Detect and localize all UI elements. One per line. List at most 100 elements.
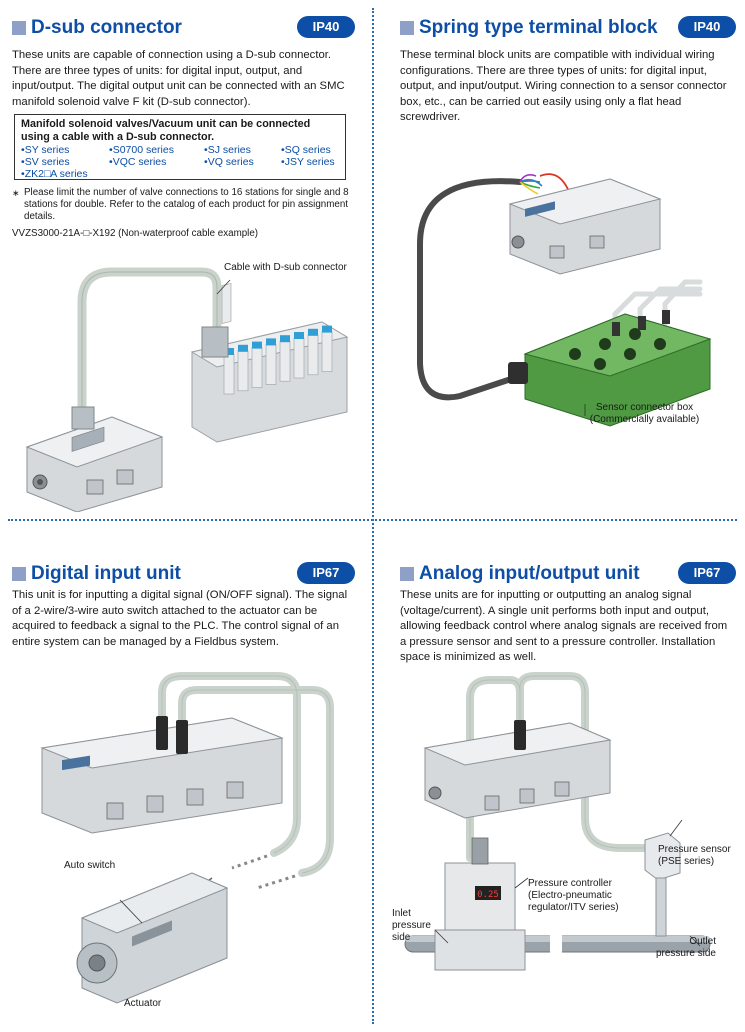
label-line: (PSE series)	[658, 856, 715, 867]
panel-header: Spring type terminal block IP40	[400, 14, 736, 44]
series-item: VQ series	[204, 156, 281, 168]
pressure-sensor	[644, 832, 681, 937]
valve-solenoid-cap	[294, 332, 304, 339]
footnote-text: Please limit the number of valve connect…	[24, 187, 349, 222]
valve-station	[237, 350, 249, 392]
ip-badge: IP40	[297, 16, 355, 38]
compatible-series-box: Manifold solenoid valves/Vacuum unit can…	[14, 114, 346, 180]
panel-description: These units are capable of connection us…	[12, 49, 345, 108]
compatible-series-title: Manifold solenoid valves/Vacuum unit can…	[21, 118, 311, 143]
series-item: VQC series	[109, 156, 204, 168]
vertical-divider	[372, 8, 374, 1024]
regulator-display: 0.25	[477, 890, 499, 900]
series-item: SY series	[21, 144, 109, 156]
label-line: (Commercially available)	[589, 414, 700, 425]
label-pressure-sensor: Pressure sensor (PSE series)	[658, 844, 731, 868]
label-actuator: Actuator	[124, 998, 162, 1009]
dotted-cable	[231, 854, 296, 890]
leader-line	[689, 935, 701, 947]
dsub-connector-head	[201, 326, 229, 358]
serial-unit-dsub	[25, 416, 164, 512]
label-line: pressure side	[655, 948, 716, 959]
leader-line	[514, 877, 529, 889]
panel-title: Digital input unit	[31, 563, 181, 584]
panel-digital-input: Digital input unit IP67 This unit is for…	[12, 560, 357, 1022]
valve-solenoid-cap	[308, 328, 318, 336]
cable-gland	[508, 362, 528, 384]
valve-station	[293, 337, 305, 379]
panel-header: D-sub connector IP40	[12, 14, 357, 44]
sensor-cable	[417, 178, 523, 401]
label-line: regulator/ITV series)	[528, 902, 619, 913]
label-outlet-side: Outlet pressure side	[630, 936, 716, 960]
model-number: VVZS3000-21A-□-X192 (Non-waterproof cabl…	[12, 228, 259, 239]
panel-header: Digital input unit IP67	[12, 560, 357, 590]
panel-title: D-sub connector	[31, 17, 182, 38]
panel-analog-io: Analog input/output unit IP67 These unit…	[392, 560, 736, 1022]
digital-input-illustration	[40, 672, 334, 1004]
label-line: Pressure controller	[528, 878, 612, 889]
pressure-controller-regulator	[434, 837, 526, 971]
leader-line	[434, 929, 449, 944]
valve-station	[279, 340, 291, 382]
valve-solenoid-cap	[322, 325, 332, 333]
label-line: Sensor connector box	[595, 402, 694, 413]
horizontal-divider	[8, 519, 737, 521]
dsub-illustration	[25, 267, 349, 512]
label-cable-dsub: Cable with D-sub connector	[224, 262, 347, 273]
series-item: ZK2□A series	[21, 168, 109, 180]
sensor-connector-box	[523, 310, 712, 427]
ip-badge: IP67	[297, 562, 355, 584]
valve-solenoid-cap	[280, 335, 290, 343]
square-marker-icon	[12, 567, 26, 581]
label-line: Pressure sensor	[658, 844, 731, 855]
valve-stations	[221, 283, 232, 324]
valve-solenoid-cap	[224, 348, 234, 355]
ip-badge: IP40	[678, 16, 736, 38]
serial-unit-terminal	[508, 178, 662, 275]
label-line: pressure	[392, 920, 431, 931]
label-sensor-box: Sensor connector box (Commercially avail…	[582, 402, 707, 426]
label-inlet-side: Inlet pressure side	[392, 908, 431, 944]
series-item: SV series	[21, 156, 109, 168]
analog-io-illustration: 0.25	[404, 672, 711, 971]
panel-spring-terminal: Spring type terminal block IP40 These te…	[400, 14, 736, 514]
footnote: ∗ Please limit the number of valve conne…	[12, 187, 350, 223]
valve-station	[321, 331, 333, 372]
valve-solenoid-cap	[238, 344, 248, 352]
m12-plugs	[156, 716, 188, 754]
square-marker-icon	[12, 21, 26, 35]
label-auto-switch: Auto switch	[64, 860, 116, 871]
leader-line	[669, 819, 683, 837]
valve-solenoid-cap	[252, 341, 262, 349]
ip-badge: IP67	[678, 562, 736, 584]
valve-station	[223, 353, 235, 395]
m12-plug	[514, 720, 526, 750]
label-line: (Electro-pneumatic	[528, 890, 612, 901]
colored-wires	[519, 174, 543, 195]
valve-solenoid-cap	[266, 338, 276, 346]
panel-description: These units are for inputting or outputt…	[400, 589, 728, 663]
series-list: SY series S0700 series SJ series SQ seri…	[21, 144, 339, 180]
actuator-cylinder	[76, 872, 229, 1004]
series-item: SJ series	[204, 144, 281, 156]
series-item: SQ series	[281, 144, 361, 156]
valve-station	[307, 334, 319, 376]
valve-station	[251, 347, 263, 388]
valve-station	[265, 344, 277, 385]
square-marker-icon	[400, 567, 414, 581]
square-marker-icon	[400, 21, 414, 35]
series-item: S0700 series	[109, 144, 204, 156]
panel-title: Analog input/output unit	[419, 563, 640, 584]
series-item: JSY series	[281, 156, 361, 168]
label-line: side	[392, 932, 411, 943]
asterisk-mark: ∗	[12, 188, 20, 198]
panel-description: These terminal block units are compatibl…	[400, 49, 727, 123]
leader-line	[216, 279, 231, 295]
dsub-connector-plug	[71, 406, 95, 430]
panel-description: This unit is for inputting a digital sig…	[12, 589, 348, 648]
leader-line	[119, 899, 143, 924]
label-line: Inlet	[392, 908, 411, 919]
panel-dsub: D-sub connector IP40 These units are cap…	[12, 14, 357, 514]
panel-title: Spring type terminal block	[419, 17, 658, 38]
